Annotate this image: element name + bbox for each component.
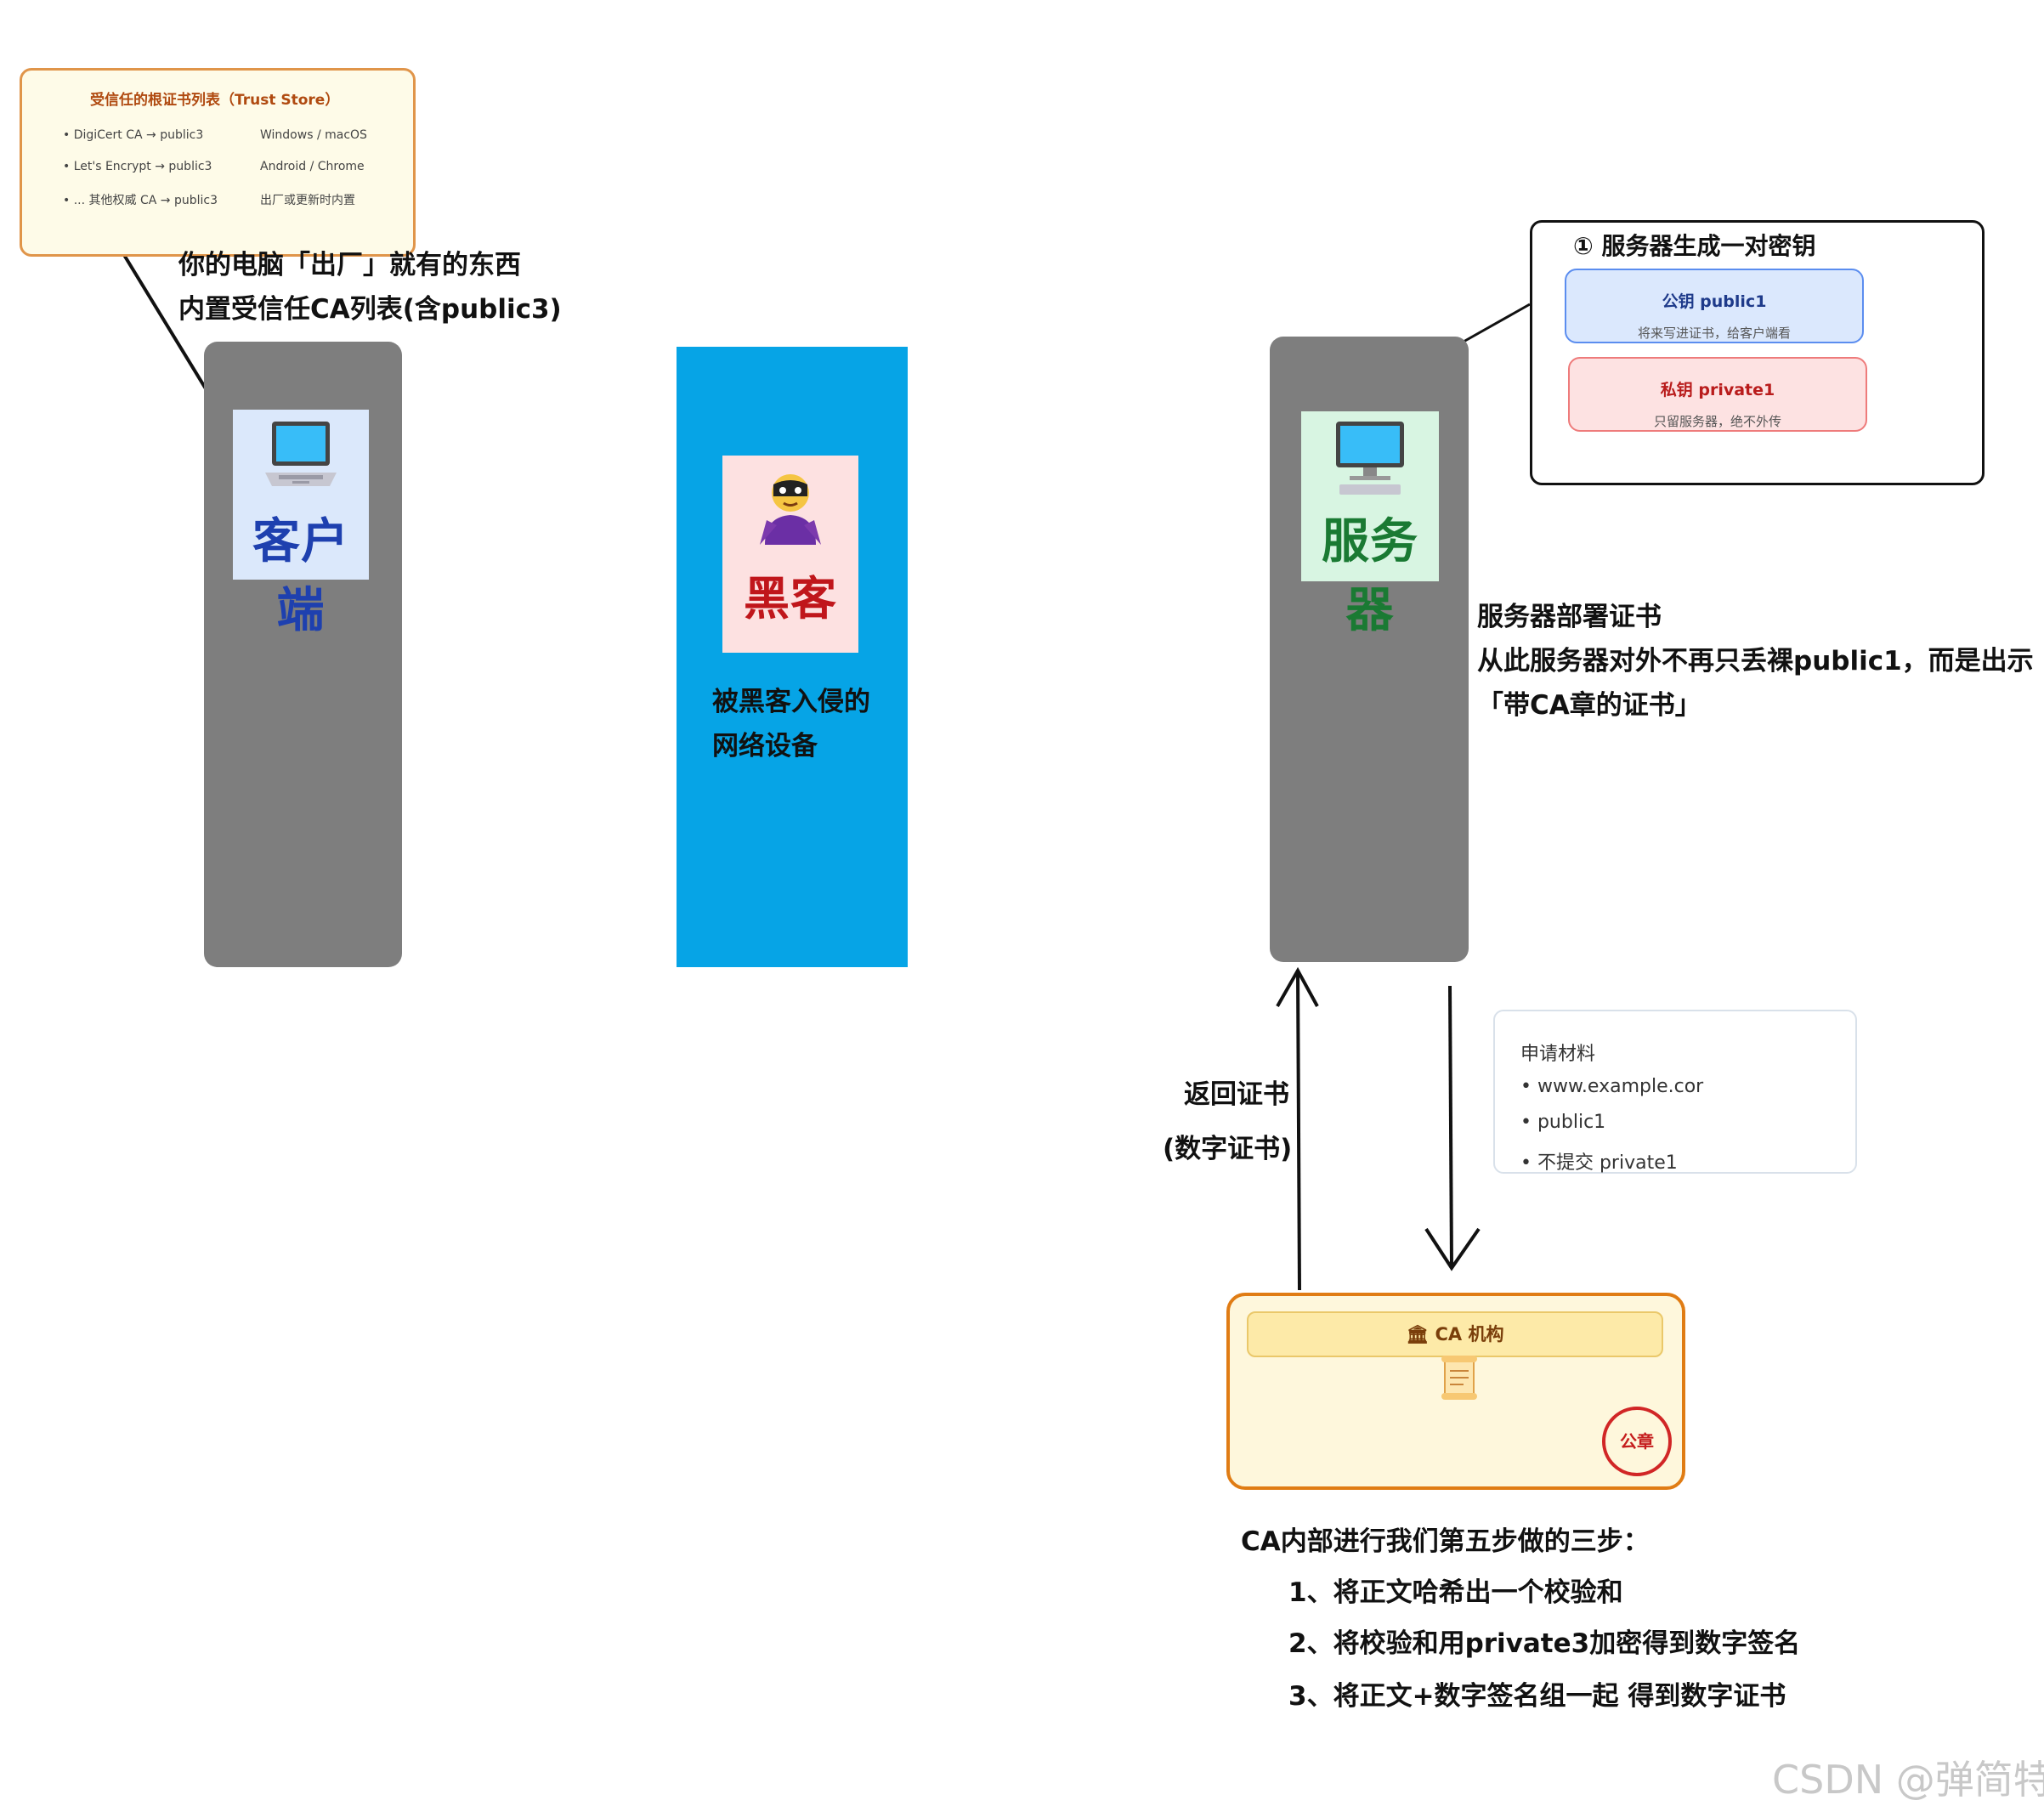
server-caption-line1: 服务器部署证书	[1477, 602, 1662, 632]
ca-step: 1、将正文哈希出一个校验和	[1288, 1577, 1623, 1608]
trust-store-title: 受信任的根证书列表（Trust Store）	[90, 92, 340, 109]
server-label: 服务器	[1322, 514, 1418, 638]
laptop-icon	[265, 422, 337, 486]
trust-store-entry: • DigiCert CA → public3	[63, 128, 204, 142]
trust-store-entry: • ... 其他权威 CA → public3	[63, 194, 218, 207]
private-key-title: 私钥 private1	[1660, 381, 1775, 399]
key-box-connector	[1463, 303, 1531, 343]
submit-arrow-head	[1424, 1227, 1481, 1271]
hacker-caption-line1: 被黑客入侵的	[712, 687, 870, 717]
desktop-computer-icon	[1336, 422, 1404, 495]
return-arrow-head	[1276, 966, 1319, 1007]
trust-store-entry: • Let's Encrypt → public3	[63, 160, 212, 173]
submit-arrow-shaft	[1448, 985, 1453, 1269]
scroll-icon	[1441, 1356, 1477, 1400]
server-card: 服务器	[1301, 411, 1439, 638]
supervillain-icon	[760, 474, 821, 545]
server-caption-line3: 「带CA章的证书」	[1477, 690, 1701, 721]
ca-step: 3、将正文+数字签名组一起 得到数字证书	[1288, 1681, 1786, 1712]
trust-store-box: 受信任的根证书列表（Trust Store） • DigiCert CA → p…	[20, 68, 416, 257]
ca-seal: 公章	[1602, 1407, 1672, 1476]
hacker-card: 黑客	[722, 456, 858, 653]
ca-header: 🏛 CA 机构	[1247, 1311, 1663, 1357]
materials-title: 申请材料	[1520, 1044, 1596, 1065]
application-materials-card: 申请材料 • www.example.cor • public1 • 不提交 p…	[1493, 1010, 1857, 1174]
public-key-title: 公钥 public1	[1662, 292, 1767, 311]
server-key-box: ① 服务器生成一对密钥 公钥 public1 将来写进证书，给客户端看 私钥 p…	[1530, 220, 1985, 485]
trust-store-platform: Android / Chrome	[260, 160, 365, 173]
watermark: CSDN @弹简特	[1772, 1757, 2044, 1803]
ca-authority-box: 🏛 CA 机构 公章	[1226, 1293, 1685, 1490]
trust-store-platform: Windows / macOS	[260, 128, 367, 142]
client-card: 客户端	[233, 410, 369, 638]
return-label-line2: (数字证书)	[1163, 1134, 1293, 1164]
return-arrow-shaft	[1296, 970, 1301, 1291]
return-label-line1: 返回证书	[1184, 1079, 1289, 1110]
ca-steps-intro: CA内部进行我们第五步做的三步：	[1241, 1526, 1650, 1557]
hacker-caption-line2: 网络设备	[712, 731, 818, 761]
public-key-desc: 将来写进证书，给客户端看	[1637, 326, 1791, 341]
materials-item: • www.example.cor	[1520, 1076, 1704, 1097]
server-caption-line2: 从此服务器对外不再只丢裸public1，而是出示	[1477, 646, 2034, 677]
public-key-pill: 公钥 public1 将来写进证书，给客户端看	[1565, 269, 1864, 343]
private-key-desc: 只留服务器，绝不外传	[1653, 414, 1781, 429]
trust-store-platform: 出厂或更新时内置	[260, 194, 355, 207]
private-key-pill: 私钥 private1 只留服务器，绝不外传	[1568, 357, 1867, 432]
hacker-label: 黑客	[744, 572, 837, 626]
client-label: 客户端	[252, 514, 349, 638]
ca-step: 2、将校验和用private3加密得到数字签名	[1288, 1628, 1801, 1659]
client-caption-line2: 内置受信任CA列表(含public3)	[178, 294, 562, 325]
key-box-title: ① 服务器生成一对密钥	[1573, 232, 1816, 260]
client-caption-line1: 你的电脑「出厂」就有的东西	[178, 250, 521, 280]
hacker-bar	[677, 347, 908, 967]
materials-item: • public1	[1520, 1112, 1606, 1133]
materials-item: • 不提交 private1	[1520, 1152, 1678, 1174]
